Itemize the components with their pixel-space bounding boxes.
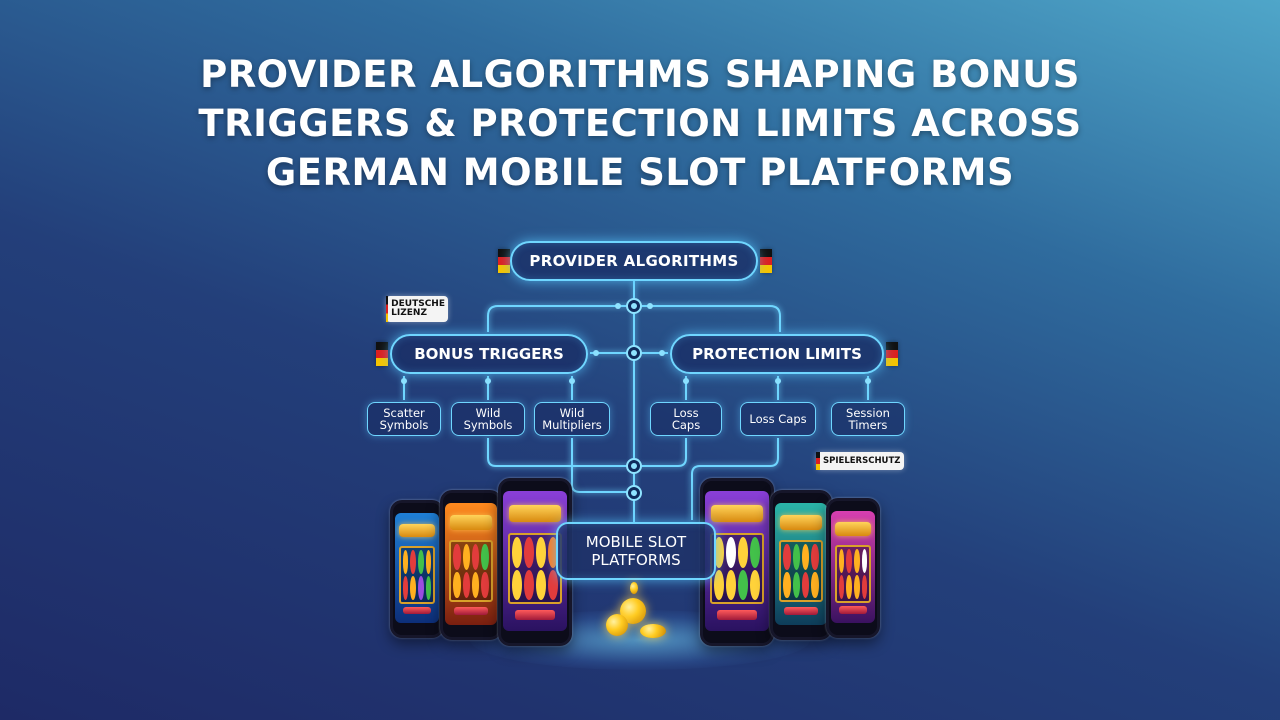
german-flag-icon [760,249,772,273]
title-line-2: TRIGGERS & PROTECTION LIMITS ACROSS [198,102,1082,145]
leaf-label-line: Caps [671,418,701,432]
connector-dot [485,378,491,384]
page-title: PROVIDER ALGORITHMS SHAPING BONUS TRIGGE… [140,50,1140,197]
connector-dot [865,378,871,384]
connector-dot [775,378,781,384]
leaf-label-line: Scatter [383,406,425,420]
leaf-label-line: Timers [848,418,888,432]
leaf-label-line: Symbols [463,418,513,432]
leaf-label-line: Loss [673,406,699,420]
german-flag-icon [816,452,820,470]
merge-wild-symbols [487,438,634,467]
merge-loss-caps-2 [691,438,779,520]
junction-dot [631,303,637,309]
merge-loss-caps [634,438,687,467]
junction-dot [631,490,637,496]
connector-dot [401,378,407,384]
provider-algorithms-node: PROVIDER ALGORITHMS [510,241,758,281]
leaf-label-line: Wild [475,406,501,420]
leaf-label-line: Multipliers [542,418,602,432]
gold-coin-icon [606,614,628,636]
merge-wild-multipliers [571,438,634,493]
german-flag-icon [498,249,510,273]
connector-dot [569,378,575,384]
deutsche-lizenz-badge: DEUTSCHE LIZENZ [386,296,448,322]
platforms-label-line-2: PLATFORMS [591,551,681,569]
slot-phone-icon [826,498,880,638]
gold-coin-icon [640,624,666,638]
connector-dot [659,350,665,356]
badge-text-line: LIZENZ [391,308,427,318]
leaf-label-line: Session [846,406,890,420]
leaf-label-line: Symbols [379,418,429,432]
title-line-3: GERMAN MOBILE SLOT PLATFORMS [265,151,1015,194]
protection-limits-node: PROTECTION LIMITS [670,334,884,374]
platforms-label-line-1: MOBILE SLOT [585,533,687,551]
connector-dot [593,350,599,356]
loss-caps-node-2: Loss Caps [740,402,816,436]
mobile-slot-platforms-node: MOBILE SLOT PLATFORMS [556,522,716,580]
german-flag-icon [386,296,389,322]
junction-dot [631,463,637,469]
german-flag-icon [886,342,898,366]
slot-phone-icon [440,490,502,640]
slot-phone-icon [770,490,832,640]
leaf-label-line: Wild [559,406,585,420]
title-line-1: PROVIDER ALGORITHMS SHAPING BONUS [200,53,1080,96]
protection-limits-label: PROTECTION LIMITS [692,345,862,363]
connector-dot [647,303,653,309]
leaf-label-line: Loss Caps [749,412,807,426]
bonus-triggers-node: BONUS TRIGGERS [390,334,588,374]
gold-coin-icon [630,582,638,594]
bonus-triggers-label: BONUS TRIGGERS [414,345,564,363]
connector-dot [683,378,689,384]
badge-text-line: DEUTSCHE [391,299,445,309]
badge-text: SPIELERSCHUTZ [823,456,901,466]
provider-algorithms-label: PROVIDER ALGORITHMS [529,252,739,270]
junction-dot [631,350,637,356]
german-flag-icon [376,342,388,366]
spielerschutz-badge: SPIELERSCHUTZ [816,452,904,470]
slot-phone-icon [390,500,444,638]
connector-dot [615,303,621,309]
